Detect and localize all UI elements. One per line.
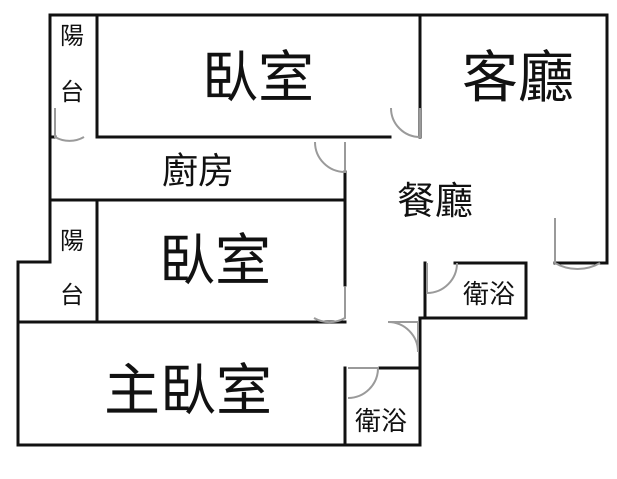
door-bath-right — [426, 262, 458, 295]
label-bedroom-mid: 臥室 — [159, 229, 271, 294]
door-bedroom-top — [390, 107, 421, 139]
label-dining-room: 餐廳 — [397, 179, 473, 223]
label-balcony-top-2: 台 — [60, 78, 84, 106]
label-balcony-mid-1: 陽 — [60, 227, 84, 255]
label-bedroom-top: 臥室 — [202, 46, 314, 111]
door-balcony-top — [54, 108, 85, 142]
doors — [54, 107, 601, 399]
label-balcony-mid-2: 台 — [60, 281, 84, 309]
label-balcony-top-1: 陽 — [60, 22, 84, 50]
label-bathroom-bottom: 衛浴 — [355, 407, 407, 437]
door-bath-bottom — [347, 367, 380, 399]
label-master-bedroom: 主臥室 — [104, 359, 272, 424]
label-living-room: 客廳 — [462, 46, 574, 111]
room-labels: 陽 台 臥室 客廳 廚房 餐廳 陽 台 臥室 衛浴 主臥室 衛浴 — [60, 22, 574, 437]
outer-wall — [16, 13, 609, 447]
label-kitchen: 廚房 — [162, 151, 234, 192]
door-kitchen — [314, 141, 346, 174]
walls — [16, 13, 609, 447]
door-master — [387, 321, 419, 353]
label-bathroom-right: 衛浴 — [463, 280, 515, 310]
wall-bedroom-top — [95, 13, 392, 139]
door-entrance — [554, 218, 601, 270]
door-bedroom-mid — [313, 287, 346, 324]
